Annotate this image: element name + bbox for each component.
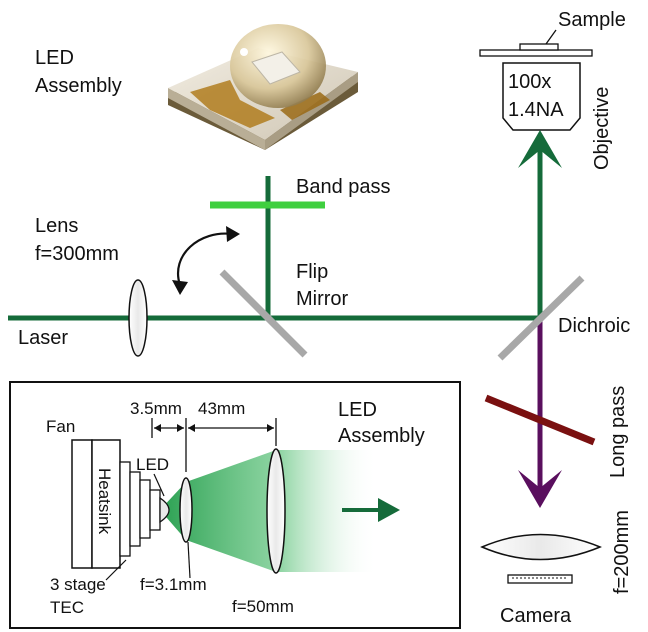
lens-300mm (128, 279, 148, 357)
dichroic-label: Dichroic (558, 315, 630, 337)
flip-rotation-arrow-icon (172, 226, 240, 295)
tec-stage-stack (119, 461, 161, 557)
laser-beam-path (8, 130, 562, 321)
objective-label: Objective (591, 87, 613, 170)
down-arrow-icon (518, 470, 562, 508)
focal-length-3-1mm: f=3.1mm (140, 575, 207, 594)
tec-label-line2: TEC (50, 598, 84, 617)
dimension-arrowheads (154, 424, 274, 432)
lens-label-line1: Lens (35, 215, 78, 237)
tec-label-line1: 3 stage (50, 575, 106, 594)
lens-label-line2: f=300mm (35, 243, 119, 265)
led-dome (159, 496, 170, 524)
long-pass-filter (484, 394, 596, 446)
objective-na: 1.4NA (508, 99, 564, 121)
led-assembly-inset: LED Assembly 3.5mm 43mm Fan Heatsink LED… (9, 381, 461, 629)
led-assembly-label-line2: Assembly (35, 75, 122, 97)
distance-3-5mm: 3.5mm (130, 399, 182, 418)
lens-3-1mm (179, 477, 193, 543)
heatsink-label: Heatsink (95, 468, 114, 535)
camera-sensor (507, 574, 573, 584)
output-arrow-icon (378, 498, 400, 522)
flip-mirror (219, 269, 308, 358)
objective-magnification: 100x (508, 71, 551, 93)
tube-lens-200mm (480, 533, 602, 561)
distance-43mm: 43mm (198, 399, 245, 418)
fan-block (71, 439, 93, 569)
emission-beam-path (518, 318, 562, 508)
inset-led-assembly-line1: LED (338, 399, 377, 421)
band-pass-label: Band pass (296, 176, 391, 198)
inset-led-assembly-line2: Assembly (338, 425, 425, 447)
camera-label: Camera (500, 605, 572, 627)
callout-lines (105, 473, 191, 581)
sample-label: Sample (558, 9, 626, 31)
flip-mirror-label-line1: Flip (296, 261, 328, 283)
led-assembly-label-line1: LED (35, 47, 74, 69)
laser-label: Laser (18, 327, 68, 349)
sample-slide (479, 29, 593, 57)
led-chip-photo (168, 24, 358, 150)
focal-length-50mm: f=50mm (232, 597, 294, 616)
dichroic-mirror (497, 275, 585, 361)
long-pass-label: Long pass (607, 386, 629, 478)
tube-lens-label: f=200mm (611, 510, 633, 594)
up-arrow-icon (518, 130, 562, 168)
fan-label: Fan (46, 417, 75, 436)
lens-50mm (266, 448, 286, 574)
flip-mirror-label-line2: Mirror (296, 288, 349, 310)
led-label: LED (136, 455, 169, 474)
objective-body (502, 62, 581, 131)
